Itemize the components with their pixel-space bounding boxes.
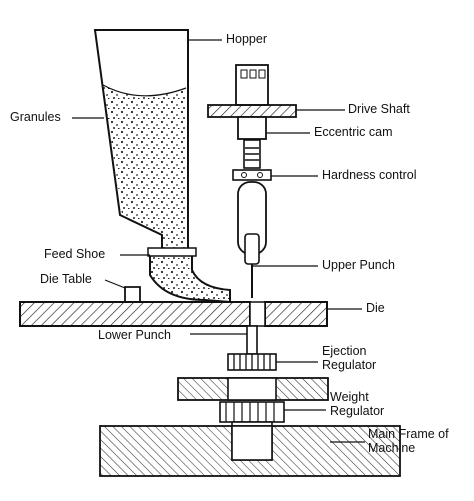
leader-lines (72, 39, 365, 443)
label-main-frame: Main Frame of Machine (368, 427, 449, 456)
label-upper-punch: Upper Punch (322, 258, 395, 272)
label-weight-regulator: Weight Regulator (330, 390, 385, 419)
label-die-table: Die Table (40, 272, 92, 286)
label-ejection-regulator: Ejection Regulator (322, 344, 377, 373)
drive-shaft (207, 64, 297, 118)
eccentric-cam (237, 116, 267, 169)
hopper (93, 29, 189, 251)
upper-punch (244, 233, 260, 298)
label-die: Die (366, 301, 385, 315)
die-table (19, 286, 328, 327)
label-lower-punch: Lower Punch (98, 328, 171, 342)
lower-punch (246, 325, 258, 355)
label-drive-shaft: Drive Shaft (348, 102, 410, 116)
label-hardness-control: Hardness control (322, 168, 417, 182)
label-granules: Granules (10, 110, 61, 124)
feed-shoe (147, 247, 231, 304)
granules-fill (103, 85, 186, 250)
label-eccentric-cam: Eccentric cam (314, 125, 393, 139)
frame-bars (177, 377, 329, 401)
ejection-regulator (227, 353, 277, 371)
label-feed-shoe: Feed Shoe (44, 247, 106, 261)
die-cavity (249, 301, 266, 327)
main-frame (99, 425, 401, 477)
label-hopper: Hopper (226, 32, 267, 46)
